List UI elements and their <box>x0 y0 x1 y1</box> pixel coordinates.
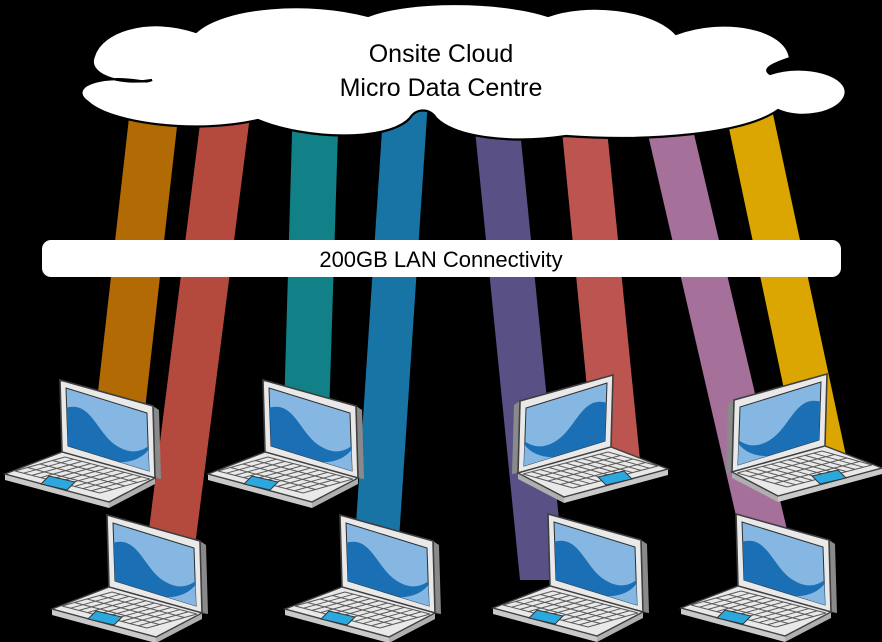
cloud-title-line1: Onsite Cloud <box>369 40 514 68</box>
connection-band-3 <box>282 100 339 480</box>
connection-band-6 <box>559 100 640 460</box>
connection-band-1 <box>88 100 180 480</box>
connection-band-4 <box>352 100 428 585</box>
lan-bar <box>42 240 841 277</box>
connection-band-2 <box>142 100 252 585</box>
cloud-title-line2: Micro Data Centre <box>340 74 543 102</box>
cloud-shape <box>80 2 847 141</box>
laptop-upper-2 <box>208 380 364 508</box>
laptop-lower-4 <box>681 514 837 642</box>
lan-bar-label: 200GB LAN Connectivity <box>319 247 562 272</box>
laptop-lower-2 <box>285 515 441 642</box>
connection-band-8 <box>723 100 848 465</box>
connection-band-5 <box>472 100 565 580</box>
